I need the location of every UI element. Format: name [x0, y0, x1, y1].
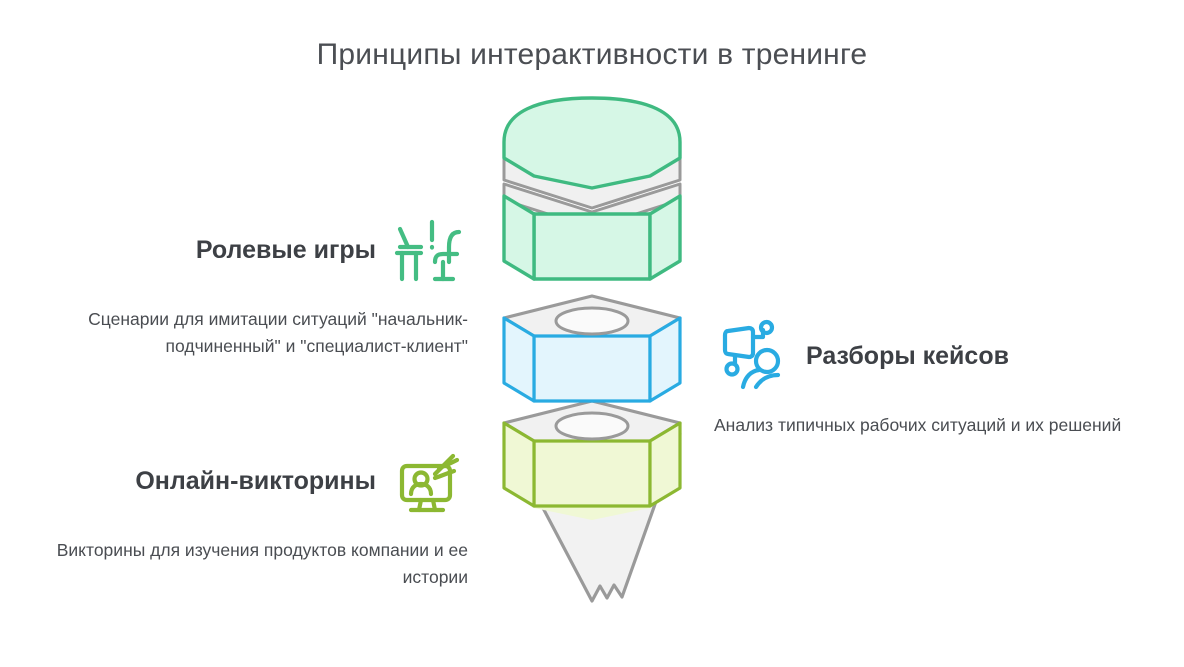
- exploded-bolt-and-nuts-diagram: [462, 96, 722, 661]
- block-roleplay: Ролевые игры: [36, 212, 468, 360]
- block-quizzes: Онлайн-викторины: [36, 443, 468, 591]
- nut-yellowgreen-shape: [502, 399, 682, 520]
- roleplay-heading-row: Ролевые игры: [36, 212, 468, 290]
- presentation-board-person-icon: [714, 318, 792, 396]
- quizzes-heading: Онлайн-викторины: [135, 467, 376, 496]
- two-chairs-exclamation-icon: [390, 212, 468, 290]
- cases-description: Анализ типичных рабочих ситуаций и их ре…: [714, 415, 1122, 435]
- bolt-head-green-shape: [502, 96, 682, 281]
- cases-heading: Разборы кейсов: [806, 342, 1009, 371]
- cases-heading-row: Разборы кейсов: [714, 318, 1154, 396]
- block-cases: Разборы кейсов Анализ типичных рабочих с…: [714, 318, 1154, 439]
- nut-blue-shape: [502, 294, 682, 403]
- roleplay-heading: Ролевые игры: [195, 236, 376, 265]
- roleplay-description: Сценарии для имитации ситуаций "начальни…: [88, 309, 468, 357]
- monitor-person-hand-icon: [390, 443, 468, 521]
- quizzes-heading-row: Онлайн-викторины: [36, 443, 468, 521]
- quizzes-description: Викторины для изучения продуктов компани…: [56, 540, 468, 588]
- page-title: Принципы интерактивности в тренинге: [316, 38, 868, 71]
